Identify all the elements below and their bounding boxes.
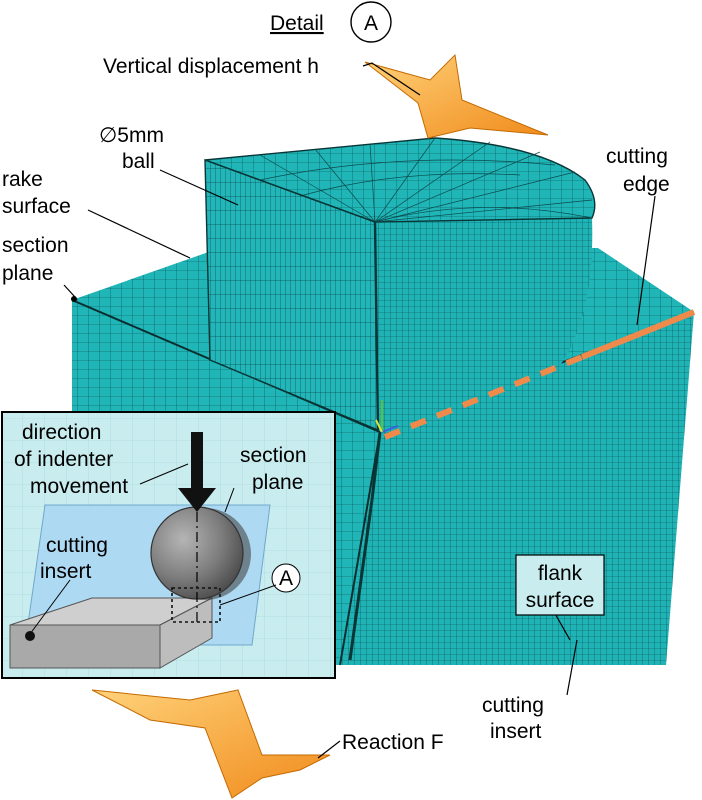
detail-title-marker: A: [364, 12, 378, 35]
ball-cut-face: [205, 160, 378, 430]
flank-surface-label-line1: flank: [538, 562, 583, 585]
cutting-insert-label-line2: insert: [490, 720, 542, 743]
rake-surface-label-line2: surface: [2, 195, 71, 218]
inset-insert-side: [159, 597, 213, 669]
inset-section-line2: plane: [252, 471, 303, 494]
insert-dot: [25, 631, 35, 641]
inset-detail-marker-text: A: [279, 567, 293, 590]
detail-box: [171, 587, 221, 623]
cutting-edge-label-line2: edge: [623, 173, 670, 196]
vertical-displacement-arrow: [364, 53, 549, 139]
half-ball: [204, 137, 596, 433]
flank-surface-label-line2: surface: [526, 589, 595, 612]
vertical-displacement-label: Vertical displacement h: [103, 55, 319, 78]
leader-lines: [63, 62, 656, 759]
detail-title-marker-circle: [350, 1, 392, 43]
inset-section-line1: section: [240, 444, 307, 467]
section-plane-label-line2: plane: [2, 262, 53, 285]
section-plane-dot: [71, 296, 77, 302]
ball-curved-surface: [375, 218, 593, 433]
ball-label-line2: ball: [122, 150, 155, 173]
inset-insert-line1: cutting: [46, 534, 108, 557]
ball-label-line1: ∅5mm: [99, 124, 164, 147]
inset-direction-line3: movement: [30, 475, 128, 498]
rake-surface-label-line1: rake: [2, 168, 43, 191]
inset-insert-line2: insert: [40, 560, 92, 583]
inset-detail-marker: [271, 563, 301, 593]
ball-top-face: [205, 138, 595, 222]
inset-direction-line1: direction: [22, 421, 101, 444]
inset-direction-line2: of indenter: [14, 448, 113, 471]
cutting-edge-line: [383, 309, 696, 440]
reaction-arrow: [91, 689, 331, 799]
axis-triad-icon: [375, 400, 399, 433]
cutting-edge-label-line1: cutting: [606, 145, 668, 168]
reaction-label: Reaction F: [342, 731, 444, 754]
flank-surface-face: [340, 312, 694, 665]
detail-title: Detail: [270, 12, 324, 35]
vertical-crease: [348, 431, 382, 661]
inset-panel: [1, 411, 336, 679]
flank-surface-box: [515, 554, 605, 616]
cutting-insert-label-line1: cutting: [482, 694, 544, 717]
section-plane-label-line1: section: [2, 234, 69, 257]
indenter-arrow-icon: [178, 488, 216, 512]
